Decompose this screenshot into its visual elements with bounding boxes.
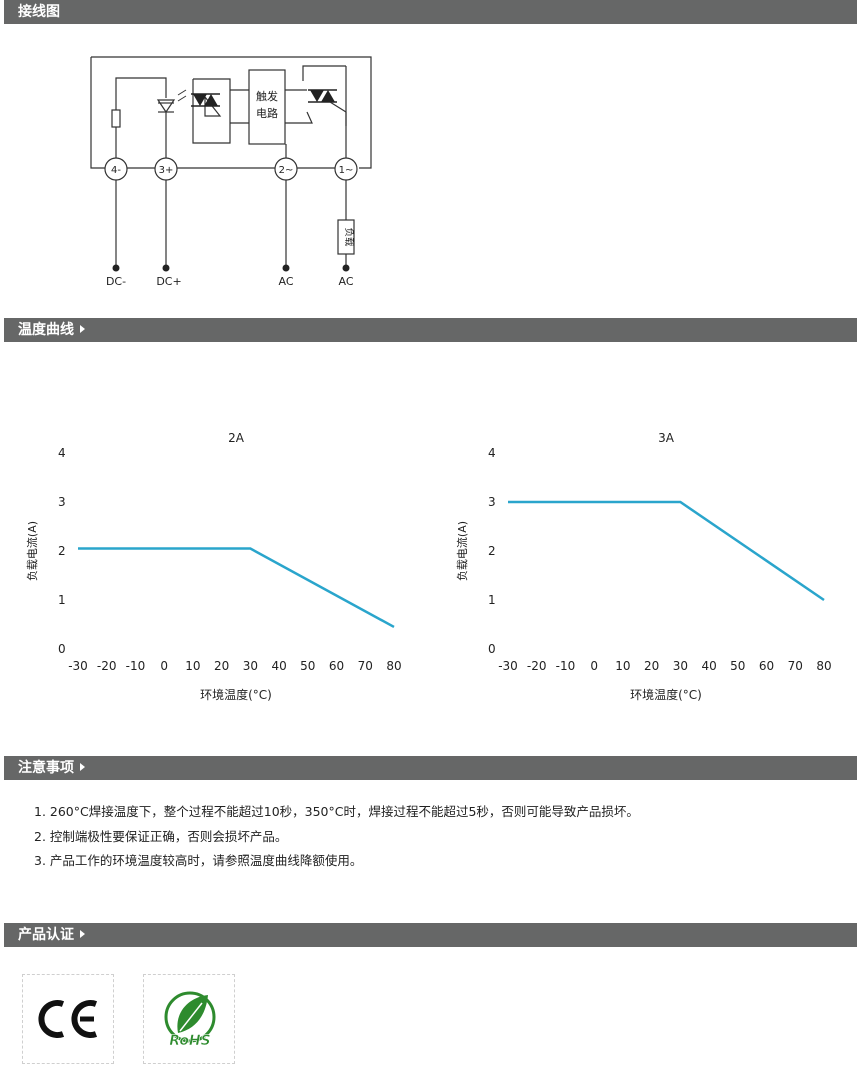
notes-list: 1. 260°C焊接温度下，整个过程不能超过10秒，350°C时，焊接过程不能超… — [34, 800, 639, 874]
note-item: 1. 260°C焊接温度下，整个过程不能超过10秒，350°C时，焊接过程不能超… — [34, 804, 639, 819]
chevron-right-icon — [80, 763, 85, 771]
rohs-certification: RoHS — [143, 974, 235, 1064]
y-tick-label: 0 — [488, 642, 496, 656]
x-tick-label: 30 — [243, 659, 258, 673]
section-header-certs: 产品认证 — [4, 923, 857, 947]
section-header-temp-curve: 温度曲线 — [4, 318, 857, 342]
chevron-right-icon — [80, 930, 85, 938]
y-tick-label: 3 — [488, 495, 496, 509]
load-label: 负载 — [343, 227, 355, 247]
x-tick-label: 70 — [358, 659, 373, 673]
derating-chart-3a: 3A 0 1 2 3 4 -30 -20 -10 0 10 20 30 40 50 60 70 80 环境温度(°C… — [455, 431, 832, 702]
x-tick-label: 10 — [615, 659, 630, 673]
trigger-label-1: 触发 — [256, 89, 278, 103]
chart-title: 2A — [228, 431, 245, 445]
rohs-label: RoHS — [169, 1033, 211, 1049]
y-axis-label: 负载电流(A) — [455, 521, 469, 581]
x-tick-label: 40 — [701, 659, 716, 673]
ce-mark-icon — [38, 1000, 98, 1038]
x-tick-label: 60 — [759, 659, 774, 673]
y-tick-label: 2 — [488, 544, 496, 558]
terminal-4: 4- — [111, 165, 121, 176]
y-tick-label: 2 — [58, 544, 66, 558]
bottom-label-dc-minus: DC- — [106, 275, 126, 288]
rohs-leaf-icon: RoHS — [164, 991, 216, 1049]
derating-curve — [508, 500, 825, 602]
section-title: 温度曲线 — [18, 322, 74, 338]
terminal-3: 3+ — [159, 165, 174, 176]
y-tick-label: 4 — [58, 446, 66, 460]
x-tick-label: 40 — [271, 659, 286, 673]
x-tick-label: 20 — [644, 659, 659, 673]
x-axis-label: 环境温度(°C) — [630, 687, 702, 702]
x-tick-label: 70 — [788, 659, 803, 673]
y-tick-label: 4 — [488, 446, 496, 460]
bottom-label-ac-1: AC — [278, 275, 293, 288]
x-tick-label: 60 — [329, 659, 344, 673]
x-tick-label: -10 — [126, 659, 146, 673]
section-header-notes: 注意事项 — [4, 756, 857, 780]
note-item: 3. 产品工作的环境温度较高时，请参照温度曲线降额使用。 — [34, 853, 363, 868]
y-axis-label: 负载电流(A) — [25, 521, 39, 581]
trigger-label-2: 电路 — [256, 107, 278, 120]
x-axis-label: 环境温度(°C) — [200, 687, 272, 702]
x-tick-label: 80 — [816, 659, 831, 673]
y-tick-label: 1 — [488, 593, 496, 607]
section-title: 产品认证 — [18, 927, 74, 943]
bottom-label-ac-2: AC — [338, 275, 353, 288]
bottom-label-dc-plus: DC+ — [156, 275, 181, 288]
x-tick-label: -30 — [68, 659, 88, 673]
terminal-1: 1~ — [339, 165, 354, 176]
x-tick-label: 80 — [386, 659, 401, 673]
derating-chart-2a: 2A 0 1 2 3 4 -30 -20 -10 0 10 20 30 40 50 60 70 80 环境温度(°C… — [25, 431, 402, 702]
y-tick-label: 3 — [58, 495, 66, 509]
x-tick-label: 50 — [730, 659, 745, 673]
x-tick-label: 50 — [300, 659, 315, 673]
x-tick-label: 0 — [590, 659, 598, 673]
x-tick-label: 30 — [673, 659, 688, 673]
section-title: 接线图 — [18, 4, 60, 20]
terminal-2: 2~ — [279, 165, 294, 176]
note-item: 2. 控制端极性要保证正确，否则会损坏产品。 — [34, 828, 288, 844]
chevron-right-icon — [80, 325, 85, 333]
y-tick-label: 1 — [58, 593, 66, 607]
x-tick-label: -10 — [556, 659, 576, 673]
y-tick-label: 0 — [58, 642, 66, 656]
x-tick-label: 10 — [185, 659, 200, 673]
ce-certification — [22, 974, 114, 1064]
x-tick-label: 20 — [214, 659, 229, 673]
chart-title: 3A — [658, 431, 675, 445]
wiring-diagram: 触发 电路 4- 3+ 2~ 1~ 负载 DC- DC+ AC AC — [90, 56, 372, 288]
x-tick-label: 0 — [160, 659, 168, 673]
x-tick-label: -20 — [97, 659, 117, 673]
x-tick-label: -30 — [498, 659, 518, 673]
derating-curve — [78, 547, 395, 629]
section-header-wiring: 接线图 — [4, 0, 857, 24]
section-title: 注意事项 — [18, 760, 74, 776]
x-tick-label: -20 — [527, 659, 547, 673]
